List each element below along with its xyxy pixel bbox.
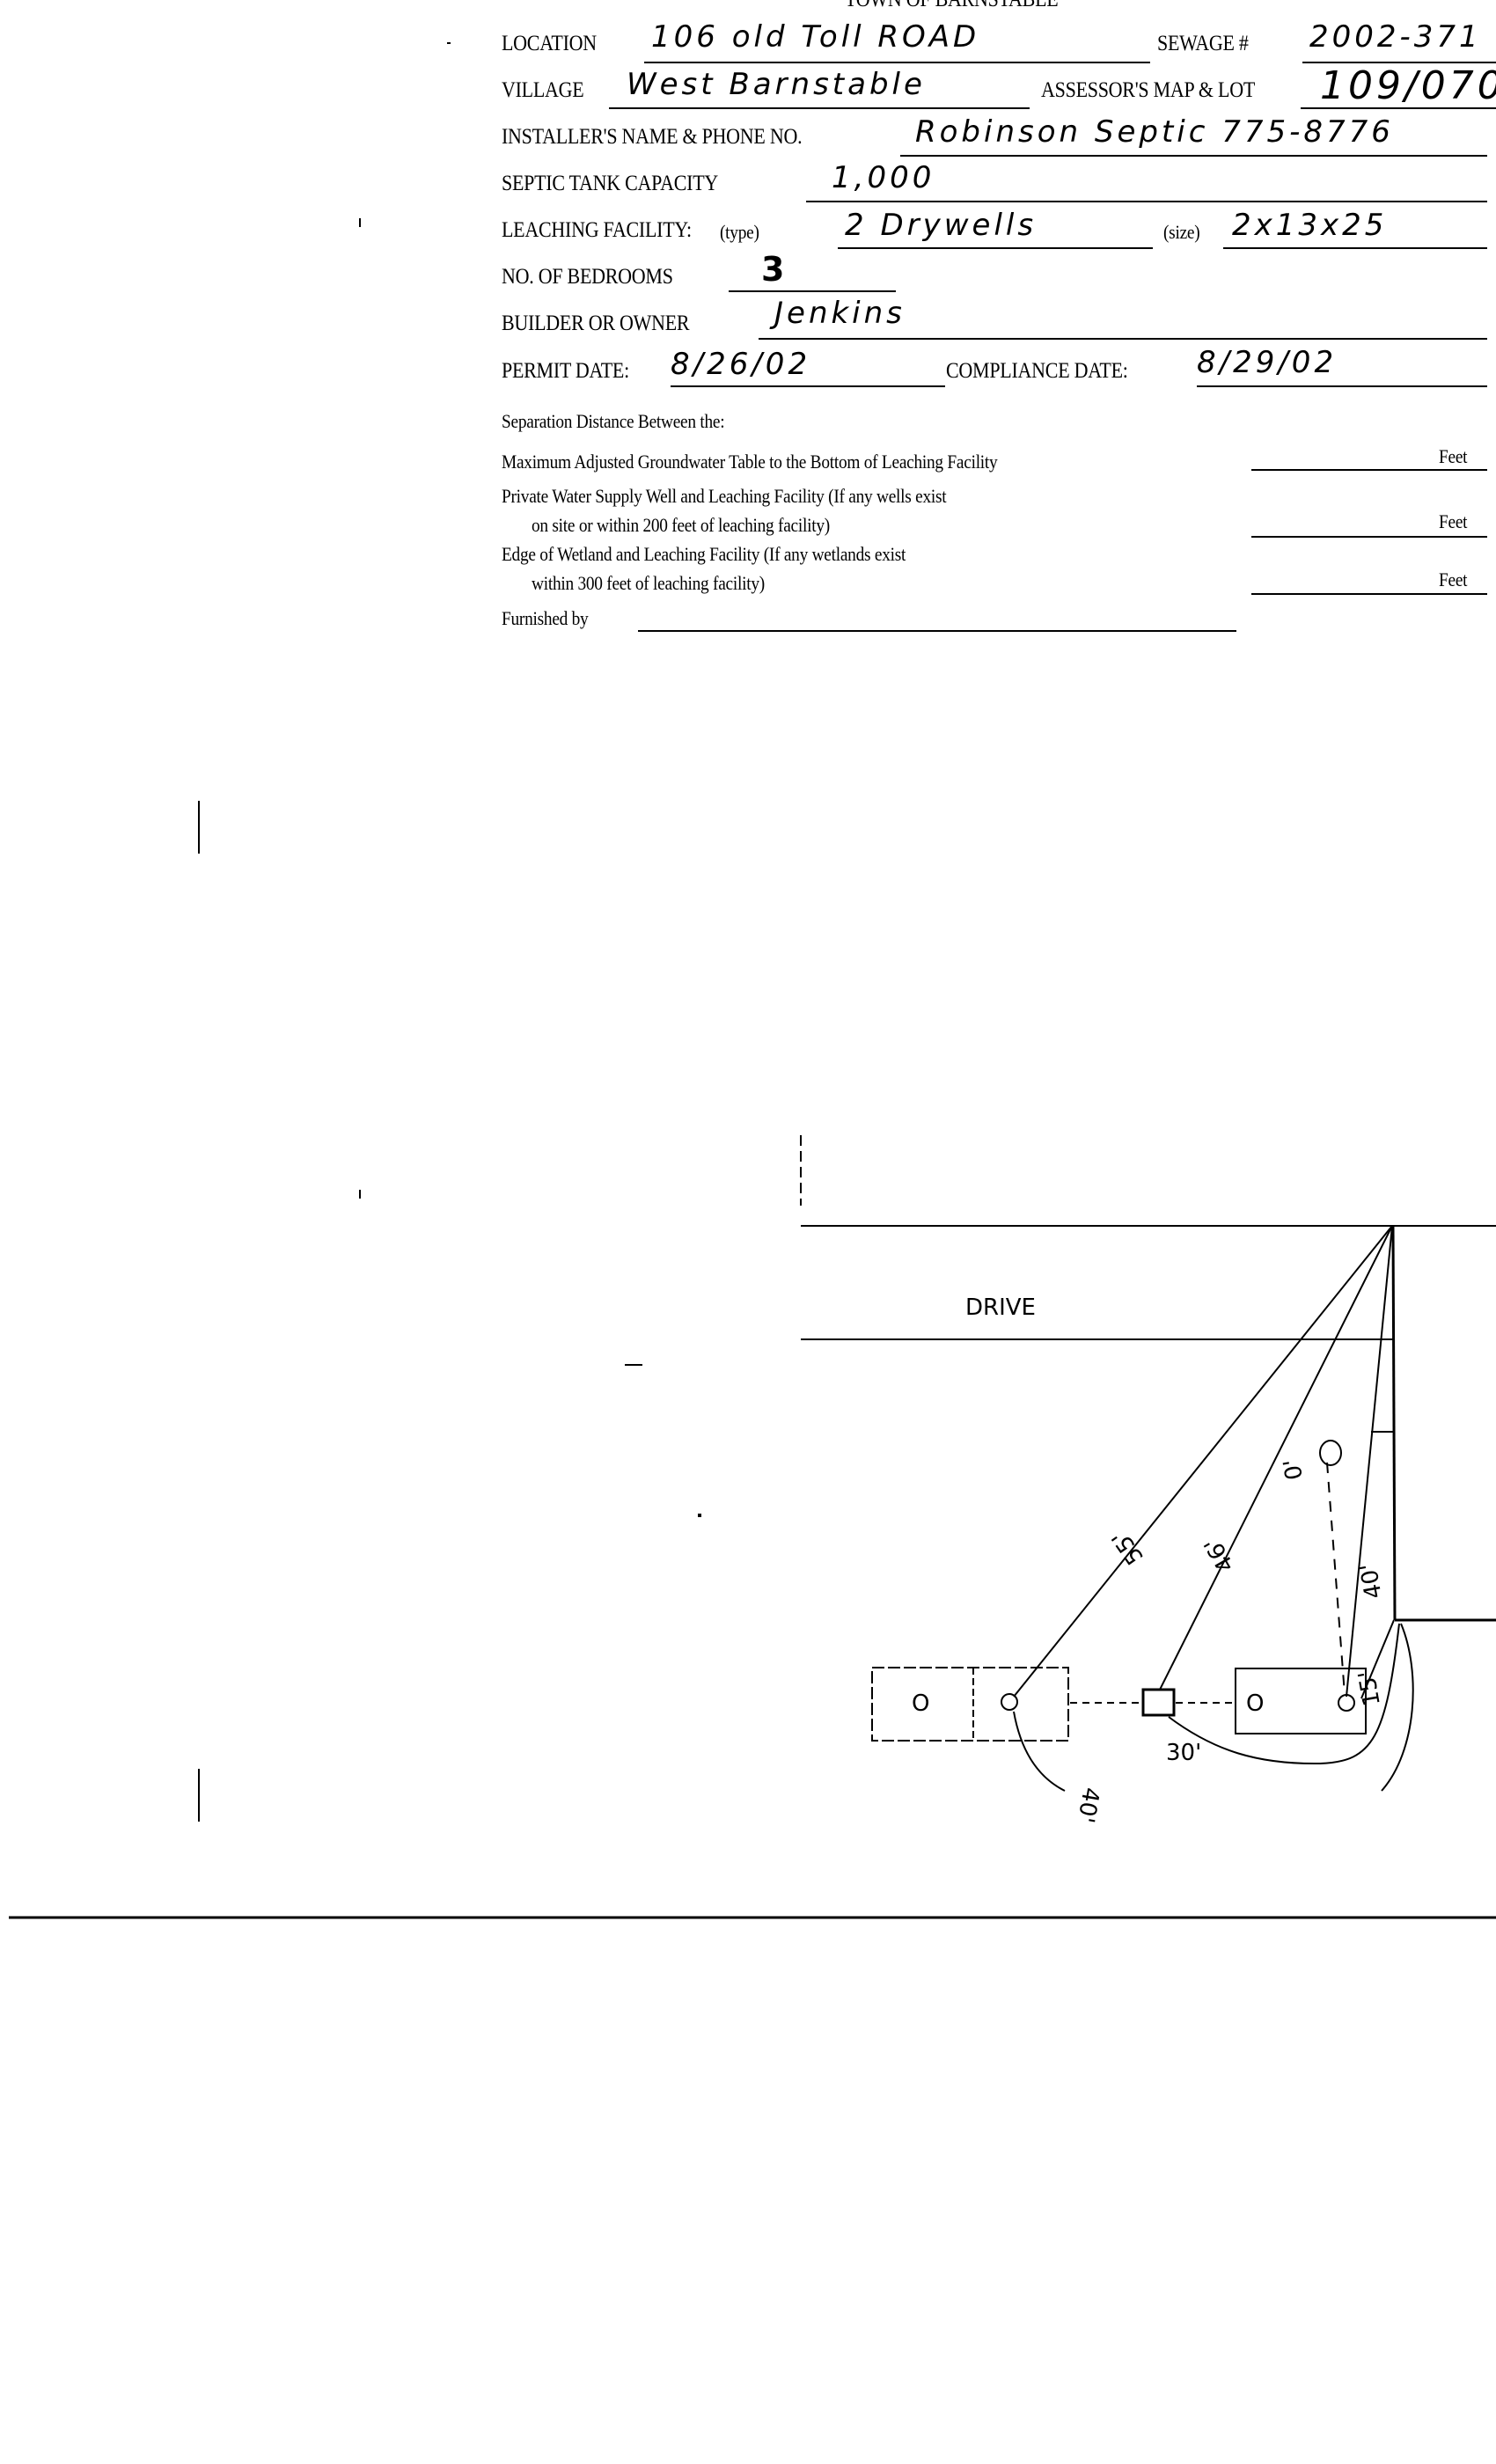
location-label: LOCATION [502, 32, 597, 55]
sep-groundwater-label: Maximum Adjusted Groundwater Table to th… [502, 451, 998, 473]
bedrooms-label: NO. OF BEDROOMS [502, 265, 673, 289]
sep-well-feet: Feet [1439, 510, 1468, 532]
well-circle [1319, 1440, 1342, 1466]
bedrooms-value: 3 [761, 250, 788, 289]
furnished-by-label: Furnished by [502, 607, 589, 629]
sep-groundwater-line [1251, 469, 1487, 471]
leaching-left-mark: O [1246, 1690, 1264, 1717]
tank-inlet-circle [1001, 1693, 1018, 1711]
tank-capacity-value: 1,000 [832, 160, 935, 195]
sep-wetland-feet: Feet [1439, 568, 1468, 590]
sep-well-label-2: on site or within 200 feet of leaching f… [532, 514, 830, 536]
sep-well-line [1251, 536, 1487, 538]
label-40b: 40' [1072, 1786, 1104, 1825]
leaching-type-label: (type) [720, 221, 759, 243]
leaching-label: LEACHING FACILITY: [502, 218, 692, 242]
permit-date-label: PERMIT DATE: [502, 359, 629, 383]
permit-date-value: 8/26/02 [671, 347, 811, 382]
permit-date-line [671, 385, 945, 387]
town-title: TOWN OF BARNSTABLE [845, 0, 1059, 12]
label-40a: 40' [1355, 1561, 1388, 1601]
installer-label: INSTALLER'S NAME & PHONE NO. [502, 125, 803, 149]
leaching-type-line [838, 247, 1153, 249]
line-46 [1159, 1225, 1393, 1690]
scan-specks [198, 42, 701, 1822]
sep-wetland-label-1: Edge of Wetland and Leaching Facility (I… [502, 543, 906, 565]
leaching-facility [1235, 1668, 1367, 1734]
tank-capacity-label: SEPTIC TANK CAPACITY [502, 172, 719, 195]
bedrooms-line [729, 290, 896, 292]
curve-outer [1381, 1623, 1414, 1792]
map-lot-value: 109/070 [1320, 63, 1496, 108]
village-label: VILLAGE [502, 78, 584, 102]
owner-value: Jenkins [774, 296, 906, 331]
leaching-size-label: (size) [1163, 221, 1200, 243]
village-value: West Barnstable [627, 67, 926, 102]
furnished-by-line [638, 630, 1236, 632]
map-lot-label: ASSESSOR'S MAP & LOT [1041, 78, 1256, 102]
installer-value: Robinson Septic 775-8776 [915, 114, 1394, 150]
leaching-right-circle [1338, 1694, 1355, 1712]
septic-tank-mark: O [912, 1690, 929, 1717]
separation-heading: Separation Distance Between the: [502, 410, 725, 432]
location-line [644, 62, 1150, 63]
distribution-box [1141, 1688, 1176, 1717]
sep-wetland-line [1251, 593, 1487, 595]
sep-well-label-1: Private Water Supply Well and Leaching F… [502, 485, 947, 507]
compliance-date-value: 8/29/02 [1197, 345, 1338, 380]
map-lot-line [1301, 107, 1496, 109]
leaching-size-value: 2x13x25 [1232, 208, 1388, 243]
well-dashed-line [1326, 1462, 1346, 1695]
line-40 [1346, 1225, 1393, 1698]
septic-tank [871, 1667, 1069, 1742]
sep-groundwater-feet: Feet [1439, 445, 1468, 467]
sewage-line [1302, 62, 1496, 63]
leaching-type-value: 2 Drywells [845, 208, 1038, 243]
label-46: 46' [1199, 1533, 1240, 1577]
owner-label: BUILDER OR OWNER [502, 312, 690, 335]
label-30: 30' [1166, 1740, 1201, 1766]
line-15 [1360, 1619, 1395, 1699]
sewage-label: SEWAGE # [1157, 32, 1249, 55]
line-55 [1013, 1225, 1393, 1698]
curve-40 [1013, 1711, 1066, 1792]
sep-wetland-label-2: within 300 feet of leaching facility) [532, 572, 765, 594]
location-value: 106 old Toll ROAD [651, 19, 980, 55]
village-line [609, 107, 1030, 109]
drive-label: DRIVE [965, 1294, 1036, 1321]
compliance-date-label: COMPLIANCE DATE: [946, 359, 1128, 383]
label-well-distance: 0' [1279, 1456, 1309, 1482]
leaching-size-line [1223, 247, 1487, 249]
sewage-value: 2002-371 [1309, 19, 1482, 55]
label-15: 15' [1353, 1668, 1386, 1708]
curve-30 [1168, 1623, 1400, 1765]
compliance-date-line [1197, 385, 1487, 387]
owner-line [759, 338, 1487, 340]
label-55: 55' [1107, 1525, 1149, 1569]
house-wall-line [1391, 1225, 1397, 1621]
tank-capacity-line [806, 201, 1487, 202]
installer-line [900, 155, 1487, 157]
